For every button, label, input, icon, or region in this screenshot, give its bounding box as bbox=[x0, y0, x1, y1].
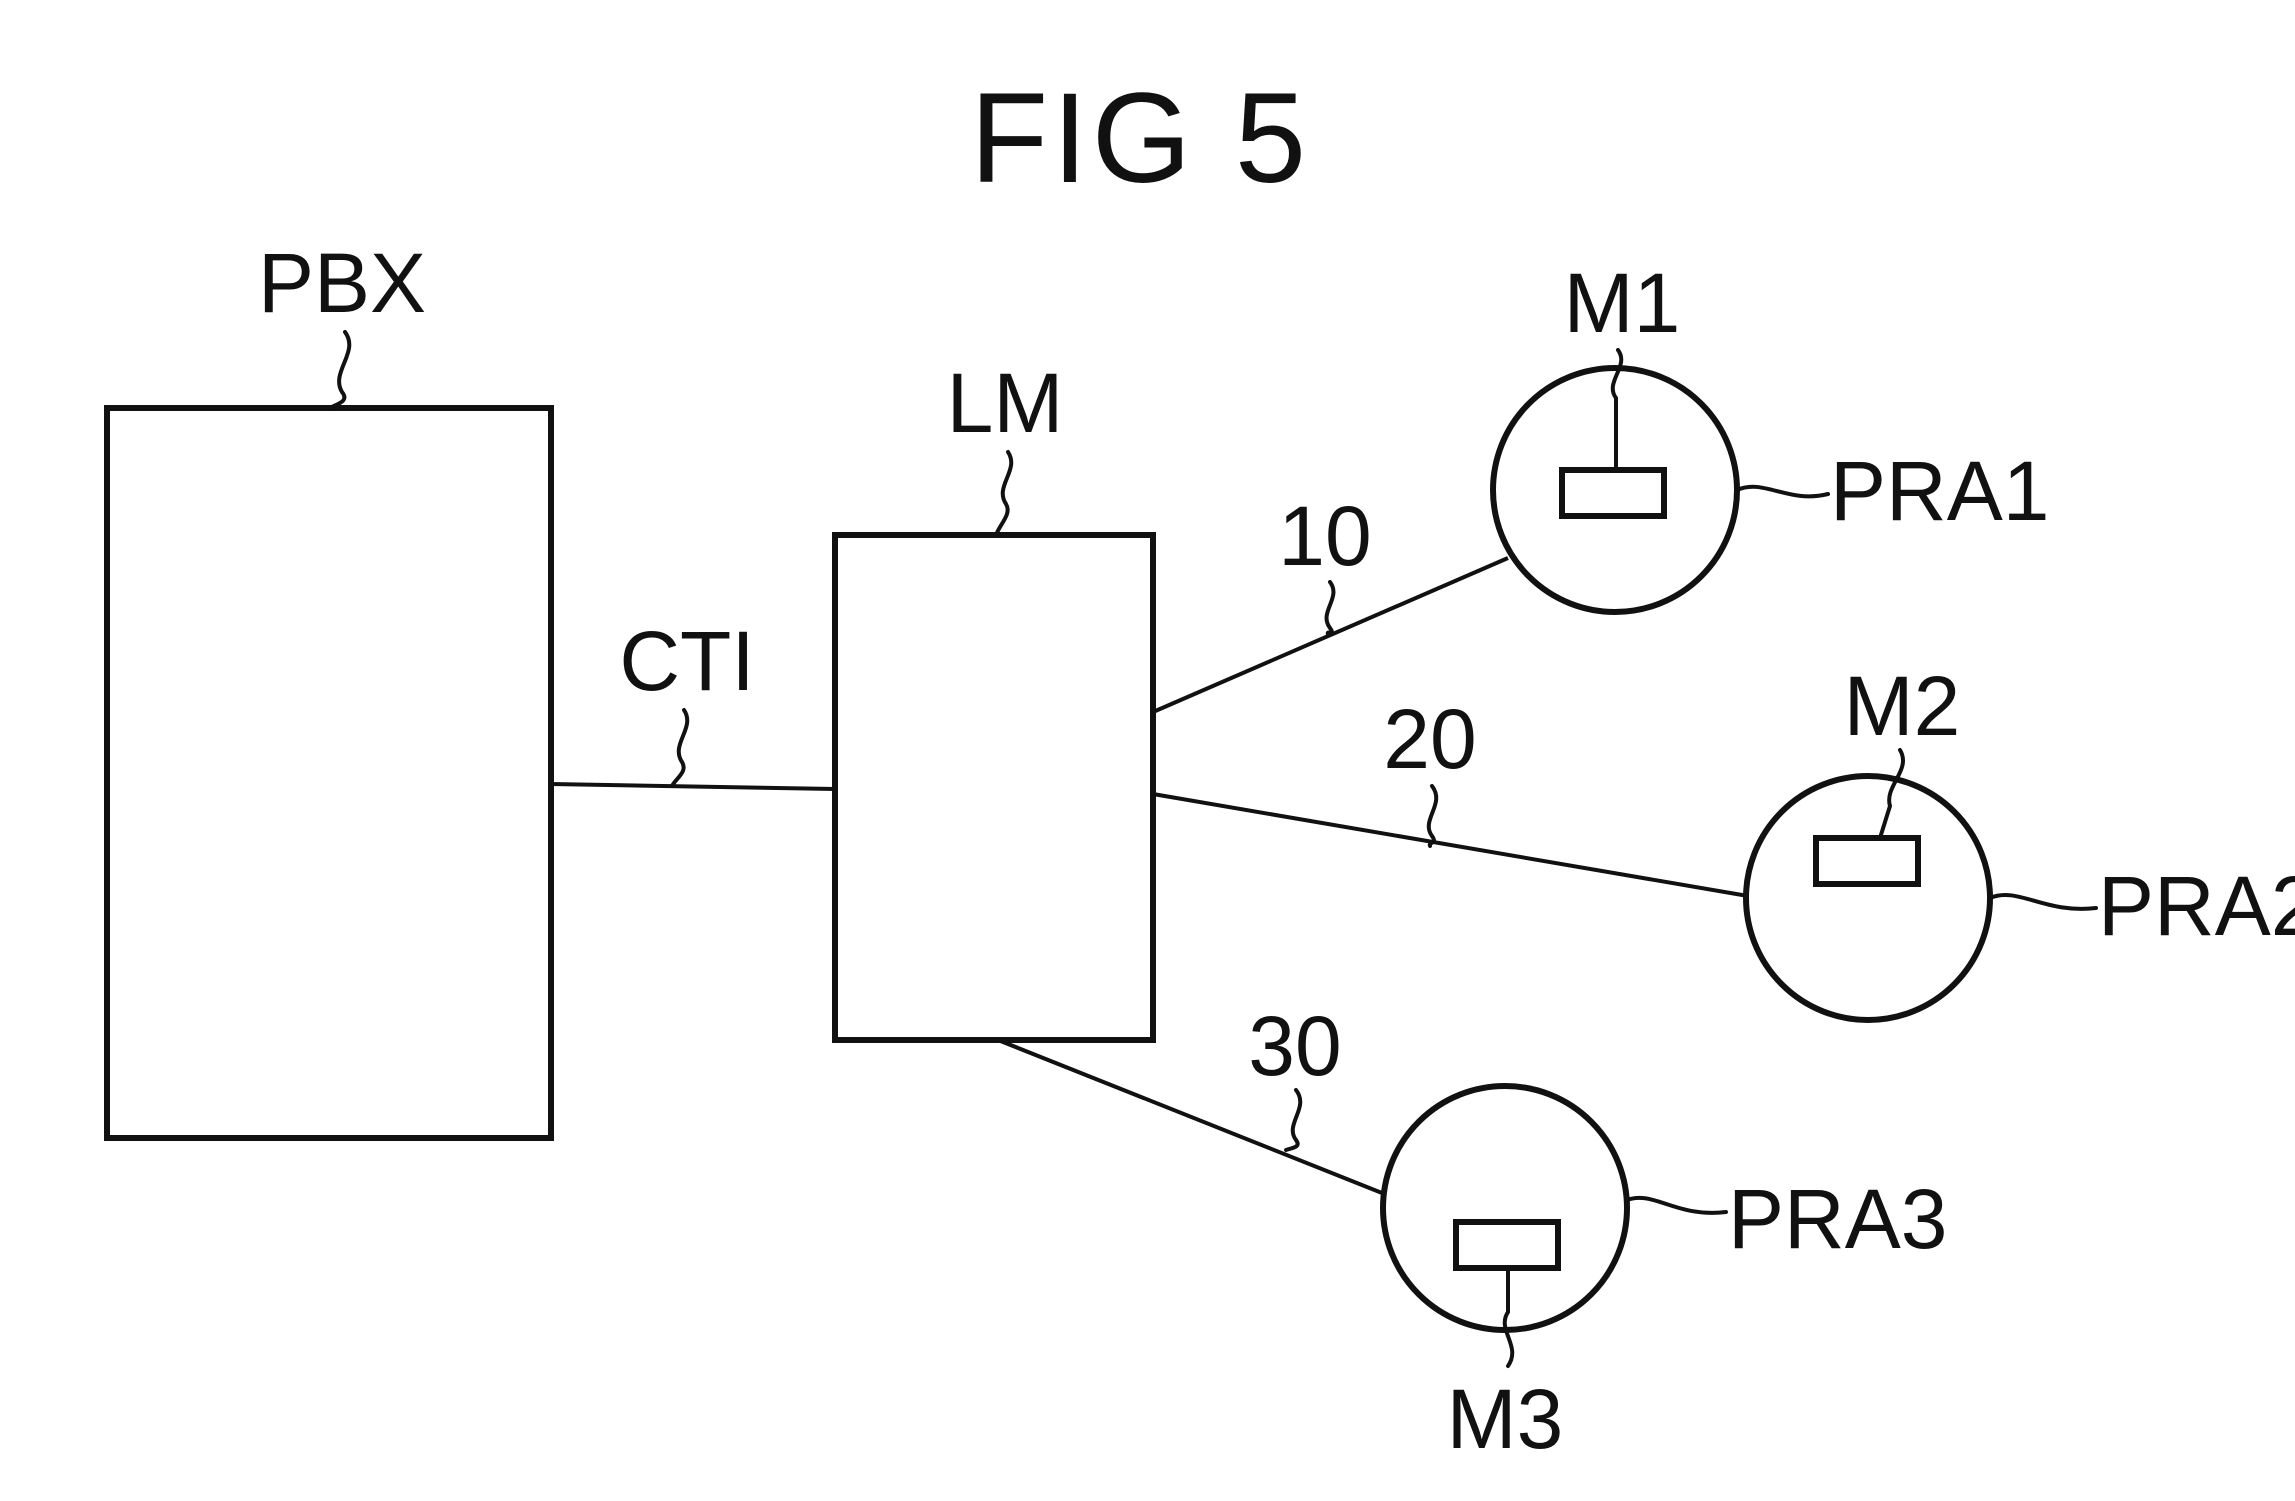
pra3-circle bbox=[1383, 1086, 1627, 1330]
pra1-module-label: M1 bbox=[1564, 256, 1681, 350]
cti-line bbox=[551, 784, 835, 789]
pra2-module-leader bbox=[1880, 750, 1903, 838]
pra3-module-label: M3 bbox=[1447, 1372, 1564, 1466]
lm-label: LM bbox=[947, 356, 1064, 450]
pra2-label: PRA2 bbox=[2098, 859, 2295, 953]
pbx-box bbox=[107, 408, 551, 1138]
link-20-leader bbox=[1429, 786, 1437, 846]
pra3-module bbox=[1456, 1222, 1558, 1268]
link-30-label: 30 bbox=[1248, 999, 1341, 1093]
pbx-node: PBX bbox=[107, 236, 551, 1138]
cti-leader bbox=[672, 710, 687, 786]
link-30: 30 bbox=[998, 999, 1382, 1193]
pra1-leader bbox=[1737, 487, 1828, 497]
pra1-module bbox=[1562, 470, 1664, 516]
lm-node: LM bbox=[835, 356, 1153, 1040]
pbx-leader bbox=[330, 332, 349, 408]
link-20-line bbox=[1153, 794, 1748, 896]
link-20-label: 20 bbox=[1383, 692, 1476, 786]
pra2-module-label: M2 bbox=[1844, 659, 1961, 753]
pra2-node: M2 PRA2 bbox=[1746, 659, 2295, 1020]
pra2-module bbox=[1816, 838, 1918, 884]
link-20: 20 bbox=[1153, 692, 1748, 896]
link-10-label: 10 bbox=[1278, 489, 1371, 583]
pra3-label: PRA3 bbox=[1728, 1172, 1947, 1266]
pra1-node: M1 PRA1 bbox=[1493, 256, 2049, 612]
pra2-leader bbox=[1990, 895, 2096, 909]
link-10: 10 bbox=[1153, 489, 1508, 712]
link-30-leader bbox=[1286, 1090, 1300, 1150]
cti-link: CTI bbox=[551, 614, 835, 789]
pra1-label: PRA1 bbox=[1830, 444, 2049, 538]
pra2-circle bbox=[1746, 776, 1990, 1020]
lm-leader bbox=[996, 452, 1011, 535]
pra3-leader bbox=[1627, 1198, 1726, 1213]
cti-label: CTI bbox=[619, 614, 754, 708]
link-10-leader bbox=[1327, 582, 1334, 634]
pbx-label: PBX bbox=[258, 236, 426, 330]
pra3-node: M3 PRA3 bbox=[1383, 1086, 1947, 1466]
pra3-module-leader bbox=[1505, 1268, 1513, 1366]
figure-title: FIG 5 bbox=[970, 67, 1310, 210]
lm-box bbox=[835, 535, 1153, 1040]
